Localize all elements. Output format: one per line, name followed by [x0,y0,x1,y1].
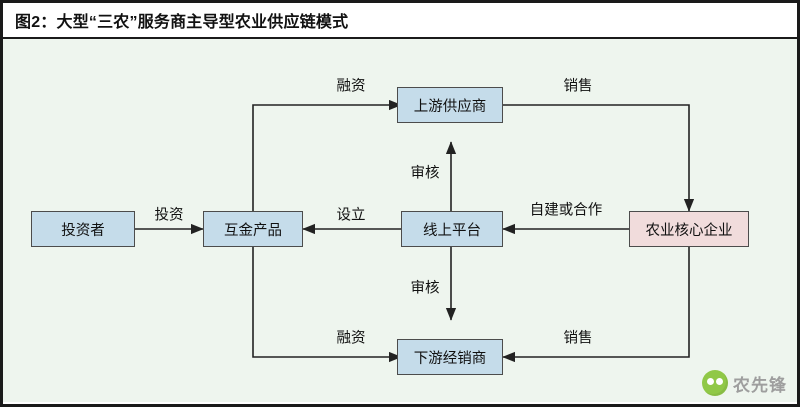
node-downstream-distributor[interactable]: 下游经销商 [397,339,503,375]
watermark: 农先锋 [702,370,787,396]
node-upstream-supplier-label: 上游供应商 [413,98,487,115]
edge-product-to-downstream [252,247,402,363]
edge-label-financing-bottom: 融资 [336,330,366,347]
node-mutual-gold-product[interactable]: 互金产品 [203,211,303,247]
watermark-text: 农先锋 [733,375,787,395]
node-investor-label: 投资者 [61,222,105,239]
figure-title-bar: 图2：大型“三农”服务商主导型农业供应链模式 [3,3,797,39]
diagram-edges [135,99,695,363]
edge-label-establish: 设立 [336,207,366,224]
edge-label-audit-top: 审核 [410,165,440,182]
edge-downstream-to-core [502,247,690,363]
sprout-circle-icon [702,370,728,396]
node-upstream-supplier[interactable]: 上游供应商 [397,87,503,123]
node-agri-core-enterprise-label: 农业核心企业 [645,222,733,239]
edge-upstream-to-core [503,104,695,212]
edge-label-financing-top: 融资 [336,78,366,95]
edge-label-sales-bottom: 销售 [563,330,593,347]
node-online-platform-label: 线上平台 [423,222,481,239]
edge-label-sales-top: 销售 [563,78,593,95]
node-agri-core-enterprise[interactable]: 农业核心企业 [629,211,749,247]
edge-label-audit-bottom: 审核 [410,280,440,297]
node-mutual-gold-product-label: 互金产品 [224,222,282,239]
edge-label-self-build-or-cooperate: 自建或合作 [529,202,603,219]
node-online-platform[interactable]: 线上平台 [401,211,503,247]
node-investor[interactable]: 投资者 [31,211,135,247]
node-downstream-distributor-label: 下游经销商 [413,350,487,367]
edge-label-invest: 投资 [154,207,184,224]
page-title: 图2：大型“三农”服务商主导型农业供应链模式 [15,14,349,31]
diagram-canvas: 投资者 互金产品 线上平台 上游供应商 下游经销商 农业核心企业 投资 设立 审… [3,39,797,402]
edge-product-to-upstream [252,99,402,211]
